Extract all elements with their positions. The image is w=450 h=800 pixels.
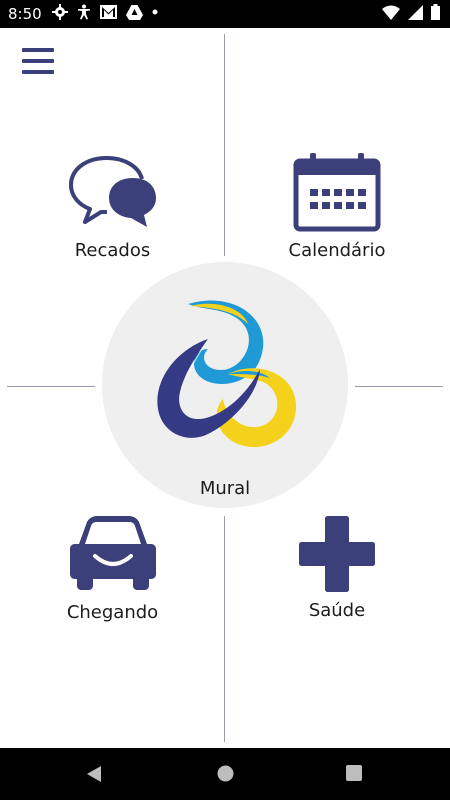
chat-bubbles-icon — [68, 156, 156, 227]
tile-label: Saúde — [308, 600, 366, 621]
tile-label: Calendário — [288, 240, 386, 261]
mail-icon — [100, 5, 117, 19]
tile-label: Recados — [74, 240, 151, 261]
status-time: 8:50 — [8, 5, 42, 23]
tile-recados[interactable]: Recados — [40, 152, 185, 261]
calendar-icon — [293, 153, 381, 232]
back-icon[interactable] — [86, 765, 102, 783]
hamburger-menu-icon[interactable] — [22, 48, 54, 82]
recents-icon[interactable] — [346, 765, 362, 781]
plus-cross-icon — [299, 516, 375, 592]
divider-vertical-top — [224, 34, 225, 256]
tile-chegando[interactable]: Chegando — [40, 516, 185, 623]
accessibility-icon — [78, 4, 90, 20]
logo-icon — [157, 300, 297, 448]
tile-label: Chegando — [66, 602, 159, 623]
divider-horizontal-right — [355, 386, 443, 387]
car-icon — [69, 516, 156, 590]
navigation-bar — [0, 748, 450, 800]
tile-calendario[interactable]: Calendário — [262, 152, 412, 261]
battery-icon — [431, 4, 440, 20]
menu-line — [22, 48, 54, 52]
signal-icon — [408, 4, 423, 20]
divider-vertical-bottom — [224, 516, 225, 742]
menu-line — [22, 59, 54, 63]
tile-mural[interactable]: Mural — [102, 262, 348, 508]
tile-saude[interactable]: Saúde — [262, 516, 412, 621]
home-icon[interactable] — [217, 765, 234, 782]
divider-horizontal-left — [7, 386, 95, 387]
wifi-icon — [382, 5, 400, 20]
menu-line — [22, 70, 54, 74]
gear-icon — [52, 4, 68, 20]
status-bar: 8:50 — [0, 0, 450, 28]
tile-label: Mural — [199, 478, 251, 499]
drive-icon — [126, 4, 143, 20]
dot-icon — [152, 9, 158, 15]
